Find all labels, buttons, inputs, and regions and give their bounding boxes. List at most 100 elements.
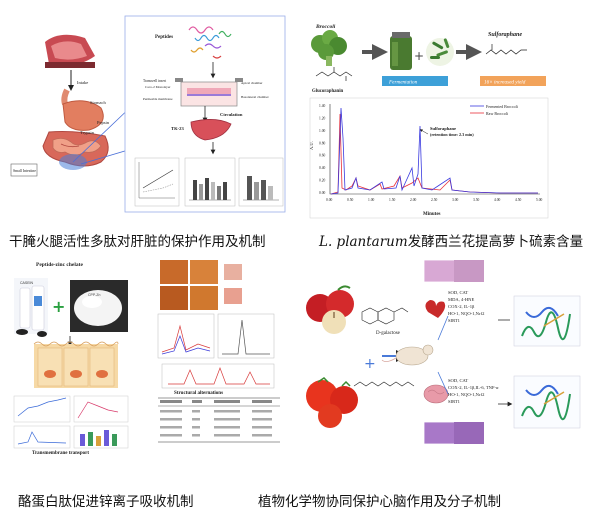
structural-table — [158, 397, 280, 443]
brain-image — [423, 384, 449, 404]
small-intestine-label: Small Intestine — [13, 169, 36, 173]
heart-marker: HO-1, NQO-1,Nrf2 — [448, 311, 485, 317]
milk-bottles-image: CASEIN — [14, 278, 48, 337]
x-tick-label: 5.00 — [536, 198, 542, 202]
intestinal-cells-diagram — [33, 341, 119, 388]
y-tick-label: 1.00 — [319, 129, 325, 133]
stomach-label: Stomach — [90, 100, 106, 105]
caption-ham-peptide: 干腌火腿活性多肽对肝脏的保护作用及机制 — [9, 234, 266, 250]
plus-sign-green: + — [52, 297, 65, 316]
caption-broccoli-rest: 发酵西兰花提高萝卜硫素含量 — [407, 234, 584, 250]
apical-label: Apical chamber — [241, 81, 263, 85]
x-tick-label: 0.00 — [326, 198, 332, 202]
liver-image — [190, 119, 232, 141]
transwell-label: Transwell insert — [143, 79, 166, 83]
basolateral-label: Basolateral chamber — [241, 95, 270, 99]
sulforaphane-title: Sulforaphane — [488, 32, 522, 38]
plus-sign-blue: + — [364, 356, 376, 372]
y-tick-label: 1.20 — [319, 116, 325, 120]
brain-tissue-image-2 — [454, 422, 484, 444]
x-tick-label: 4.50 — [515, 198, 521, 202]
fermentation-box — [382, 76, 448, 86]
peak-label: Sulforaphane — [430, 126, 456, 131]
heart-marker: SOD, CAT — [448, 290, 468, 296]
y-axis-label: A.U. — [309, 141, 314, 150]
x-tick-label: 1.50 — [389, 198, 395, 202]
yield-box — [480, 76, 546, 86]
structural-label: Structural alternations — [174, 391, 223, 396]
powder-label: CPP-Zn — [88, 293, 101, 297]
x-tick-label: 3.00 — [452, 198, 458, 202]
heart-tissue-image-2 — [454, 260, 484, 282]
protein-structure-bottom — [513, 375, 581, 429]
fermented-broccoli-trace — [330, 107, 538, 195]
bacteria-image — [426, 38, 454, 66]
intake-label: Intake — [77, 80, 88, 85]
apples-image — [306, 285, 354, 334]
heart-marker: COX-2, IL-1β — [448, 304, 475, 310]
spectra-charts — [157, 313, 275, 389]
membrane-label: Permeable membrane — [143, 97, 173, 101]
heart-marker: SIRT1 — [448, 318, 461, 323]
ham-image — [45, 34, 95, 68]
protein-structure-top — [513, 295, 581, 347]
tomatoes-image — [306, 377, 358, 428]
transport-label: Transmembrane transport — [32, 451, 89, 456]
mouse-image — [381, 344, 434, 366]
caption-broccoli-fermentation: L. plantarum发酵西兰花提高萝卜硫素含量 — [319, 230, 583, 250]
trypsin-label: Trypsin — [80, 130, 95, 135]
fermentation-jar — [390, 32, 412, 70]
transport-charts — [13, 395, 129, 449]
x-tick-label: 0.50 — [347, 198, 353, 202]
plus-sign: + — [414, 49, 424, 63]
fermentation-label: Fermentation — [388, 80, 418, 86]
peptides-image — [188, 26, 232, 59]
broccoli-figure: Broccoli Glucoraphanin + — [309, 24, 549, 219]
caption-casein-zinc: 酪蛋白肽促进锌离子吸收机制 — [18, 494, 194, 510]
legend-fermented: Fermented Broccoli — [486, 104, 519, 109]
tk23-label: TK-23 — [171, 126, 184, 131]
panel-ham-peptide: Intake Stomach Pepsin Trypsin Small Inte… — [5, 12, 290, 217]
x-tick-label: 4.00 — [494, 198, 500, 202]
brain-marker: COX-2, IL-1β,IL-6, TNF-α — [448, 385, 499, 391]
brain-marker: SIRT1 — [448, 399, 461, 404]
panel-casein-zinc: Peptide-zinc chelate CASEIN + CPP-Zn — [8, 256, 288, 456]
broccoli-label: Broccoli — [315, 24, 336, 30]
x-tick-label: 3.50 — [473, 198, 479, 202]
glucoraphanin-label: Glucoraphanin — [312, 89, 344, 94]
yield-label: 16× increased yield — [484, 80, 526, 86]
brain-marker: HO-1, NQO-1,Nrf2 — [448, 392, 485, 398]
casein-bottle-label: CASEIN — [20, 281, 34, 285]
chromatogram: A.U. 1.401.201.000.800.600.400.200.00 0.… — [309, 97, 549, 219]
x-axis-label: Minutes — [423, 212, 441, 217]
afm-images — [160, 260, 242, 310]
transwell-diagram — [175, 78, 243, 107]
mini-charts — [134, 157, 284, 207]
caption-species: L. plantarum — [319, 234, 408, 250]
y-tick-label: 0.00 — [319, 191, 325, 195]
x-tick-label: 2.00 — [410, 198, 416, 202]
y-tick-label: 1.40 — [319, 104, 325, 108]
panel-broccoli-fermentation: Broccoli Glucoraphanin + — [300, 18, 552, 223]
casein-zinc-figure: Peptide-zinc chelate CASEIN + CPP-Zn — [13, 260, 280, 456]
ham-peptide-figure: Intake Stomach Pepsin Trypsin Small Inte… — [10, 15, 286, 213]
glucoraphanin-structure — [315, 67, 353, 81]
heart-image — [425, 300, 446, 318]
legend: Fermented Broccoli Raw Broccoli — [470, 104, 519, 116]
sulforaphane-structure — [485, 44, 527, 55]
chelate-title: Peptide-zinc chelate — [36, 262, 83, 268]
galactose-label: D-galactose — [376, 331, 401, 336]
caption-phytochemicals: 植物化学物协同保护心脑作用及分子机制 — [258, 494, 501, 510]
legend-raw: Raw Broccoli — [486, 111, 509, 116]
heart-marker: MDA, 4-HNE — [448, 297, 474, 303]
y-tick-label: 0.80 — [319, 141, 325, 145]
broccoli-image — [311, 30, 347, 66]
brain-marker: SOD, CAT — [448, 378, 468, 384]
circulation-label: Circulation — [220, 112, 243, 117]
quercetin-structure — [361, 307, 409, 325]
pepsin-label: Pepsin — [97, 120, 110, 125]
y-tick-label: 0.60 — [319, 154, 325, 158]
